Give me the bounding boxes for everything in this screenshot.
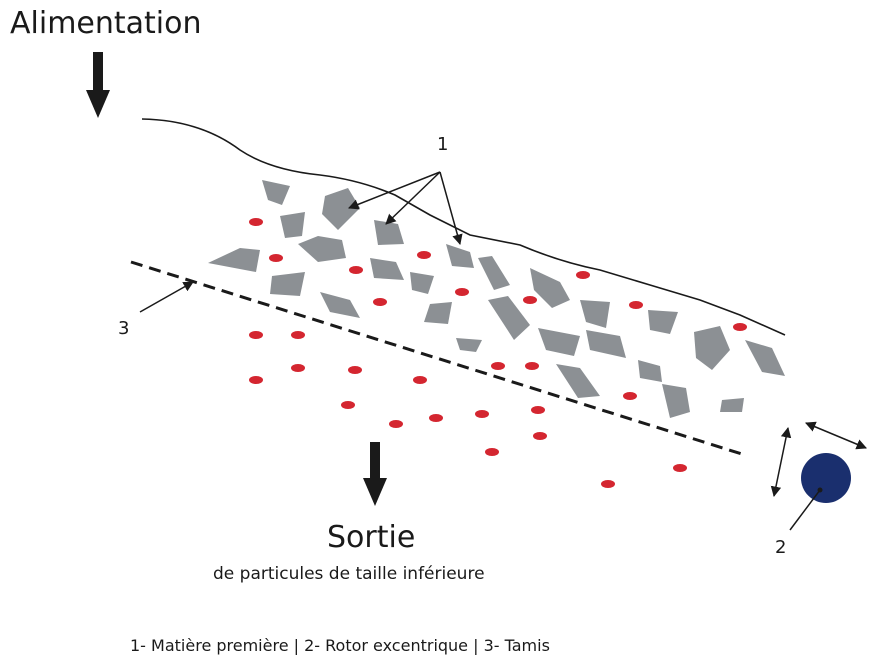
stone [320,292,360,318]
rotor-center-dot [817,487,823,493]
stone [424,302,452,324]
fine-particle [523,296,537,304]
output-arrow-icon [363,442,387,506]
fine-particle [576,271,590,279]
raw-material-stones [208,180,785,418]
material-bed-outline [141,118,786,336]
fine-particle [455,288,469,296]
fine-particle [249,218,263,226]
horizontal-vibration-arrow [805,421,867,450]
stone [556,364,600,398]
fine-particle [525,362,539,370]
fine-particle [533,432,547,440]
screen-pointer-arrow [139,281,194,313]
fine-particle [413,376,427,384]
fine-particle [249,331,263,339]
stone [745,340,785,376]
fine-particles [249,218,747,488]
stone [446,244,474,268]
fine-particle [291,331,305,339]
stone [720,398,744,412]
fine-particle [269,254,283,262]
stone [538,328,580,356]
stone [648,310,678,334]
fine-particle [429,414,443,422]
stone [208,248,260,272]
stone [530,268,570,308]
fine-particle [491,362,505,370]
stone [456,338,482,352]
rotor-pointer-line [789,489,821,531]
fine-particle [629,301,643,309]
vertical-vibration-arrow [770,426,792,498]
stone [478,256,510,290]
stone [370,258,404,280]
feed-arrow-icon [86,52,110,118]
stone [374,220,404,245]
fine-particle [417,251,431,259]
fine-particle [291,364,305,372]
label-screen: 3 [118,318,130,339]
stone [322,188,360,230]
label-raw-material: 1 [437,134,449,155]
raw-material-pointer-arrows [348,171,463,246]
stone [410,272,434,294]
label-rotor: 2 [775,537,787,558]
stone [298,236,346,262]
stone [694,326,730,370]
fine-particle [475,410,489,418]
fine-particle [601,480,615,488]
fine-particle [673,464,687,472]
screen-line [130,260,746,457]
stone [262,180,290,205]
fine-particle [348,366,362,374]
stone [488,296,530,340]
fine-particle [341,401,355,409]
stone [662,384,690,418]
stone [270,272,305,296]
stone [638,360,662,382]
output-subtitle: de particules de taille inférieure [213,564,485,584]
stone [586,330,626,358]
legend: 1- Matière première | 2- Rotor excentriq… [130,636,550,655]
feed-title: Alimentation [10,6,202,41]
fine-particle [249,376,263,384]
output-title: Sortie [327,520,416,555]
fine-particle [389,420,403,428]
eccentric-rotor-icon [801,453,851,503]
fine-particle [349,266,363,274]
fine-particle [373,298,387,306]
fine-particle [623,392,637,400]
stone [280,212,305,238]
fine-particle [485,448,499,456]
stone [580,300,610,328]
fine-particle [531,406,545,414]
fine-particle [733,323,747,331]
